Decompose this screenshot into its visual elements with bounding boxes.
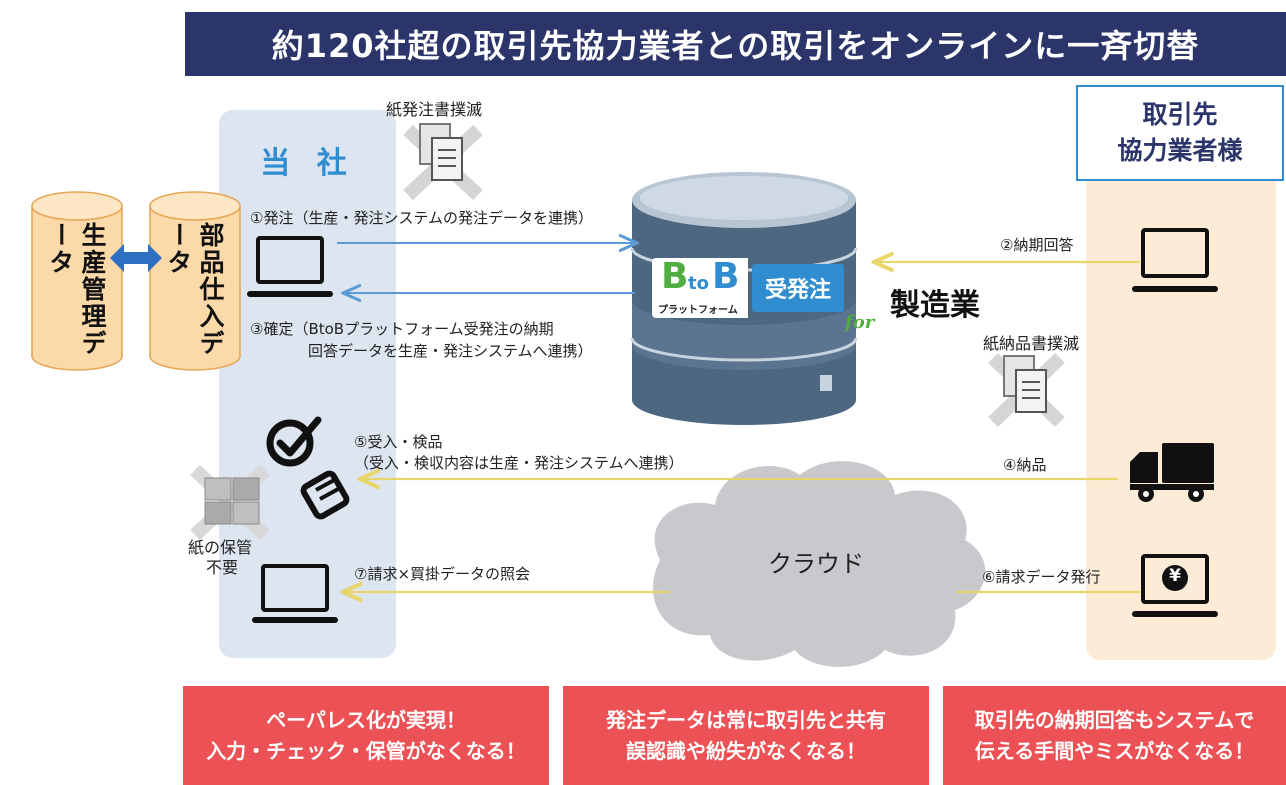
truck-icon	[1130, 443, 1214, 502]
benefit-line1: 発注データは常に取引先と共有	[606, 707, 886, 732]
step-delivery-date-label: ②納期回答	[1000, 236, 1074, 254]
step-confirm-line2: 回答データを生産・発注システムへ連携）	[308, 342, 593, 360]
step-receive-line1: ⑤受入・検品	[354, 433, 443, 451]
btob-logo-b1: B	[661, 256, 689, 297]
step-confirm-line1: ③確定（BtoBプラットフォーム受発注の納期	[250, 320, 554, 338]
benefit-line2: 入力・チェック・保管がなくなる！	[206, 738, 526, 763]
paper-order-label: 紙発注書撲滅	[386, 100, 483, 119]
paper-delivery-icon	[988, 352, 1065, 428]
laptop-yen-icon	[1132, 554, 1218, 617]
btob-logo-order: 受発注	[752, 264, 844, 312]
paper-storage-line1: 紙の保管	[188, 538, 253, 557]
benefit-line1: 取引先の納期回答もシステムで	[974, 707, 1255, 732]
parts-data-cylinder	[149, 191, 241, 371]
btob-logo-for: for	[845, 312, 875, 333]
partner-title-line1: 取引先	[1142, 100, 1218, 129]
storage-boxes-icon	[190, 464, 270, 541]
industry-label: 製造業	[890, 288, 980, 323]
benefit-box: 発注データは常に取引先と共有 誤認識や紛失がなくなる！	[563, 686, 929, 785]
cloud-shape	[653, 461, 986, 667]
parts-data-label: 部品仕入データ	[164, 222, 225, 357]
step-delivery-label: ④納品	[1003, 456, 1047, 474]
step-invoice-inquiry-label: ⑦請求×買掛データの照会	[354, 565, 531, 583]
benefit-line2: 誤認識や紛失がなくなる！	[626, 738, 866, 763]
btob-logo-b2: B	[712, 256, 740, 297]
inspection-check-icon	[266, 416, 350, 520]
partner-title: 取引先 協力業者様	[1076, 85, 1284, 181]
sync-double-arrow	[110, 244, 162, 272]
laptop-icon	[252, 564, 338, 623]
paper-delivery-label: 紙納品書撲滅	[983, 334, 1080, 353]
btob-logo-subtitle: プラットフォーム	[658, 305, 738, 316]
benefit-box: ペーパレス化が実現！ 入力・チェック・保管がなくなる！	[183, 686, 549, 785]
paper-order-icon	[403, 123, 483, 201]
banner-title: 約120社超の取引先協力業者との取引をオンラインに一斉切替	[185, 12, 1286, 76]
paper-storage-line2: 不要	[206, 558, 239, 577]
production-data-cylinder	[31, 191, 123, 371]
step-confirm-label: ③確定（BtoBプラットフォーム受発注の納期 回答データを生産・発注システムへ連…	[250, 318, 593, 362]
partner-title-line2: 協力業者様	[1117, 136, 1243, 165]
paper-storage-label: 紙の保管 不要	[188, 538, 252, 578]
laptop-icon	[1132, 228, 1218, 292]
step-receive-label: ⑤受入・検品 （受入・検収内容は生産・発注システムへ連携）	[354, 432, 684, 474]
step-receive-line2: （受入・検収内容は生産・発注システムへ連携）	[354, 454, 684, 472]
btob-logo-bg	[652, 258, 748, 318]
benefit-line1: ペーパレス化が実現！	[266, 707, 466, 732]
production-data-label: 生産管理データ	[46, 222, 107, 357]
benefit-line2: 伝える手間やミスがなくなる！	[974, 738, 1255, 763]
btob-logo-to: to	[688, 273, 709, 294]
cloud-label: クラウド	[768, 550, 864, 578]
step-invoice-issue-label: ⑥請求データ発行	[982, 568, 1101, 586]
step-order-label: ①発注（生産・発注システムの発注データを連携）	[250, 209, 593, 227]
yen-icon: ¥	[1169, 566, 1181, 586]
laptop-icon	[247, 236, 333, 297]
company-title: 当 社	[260, 146, 355, 181]
benefit-box: 取引先の納期回答もシステムで 伝える手間やミスがなくなる！	[943, 686, 1286, 785]
